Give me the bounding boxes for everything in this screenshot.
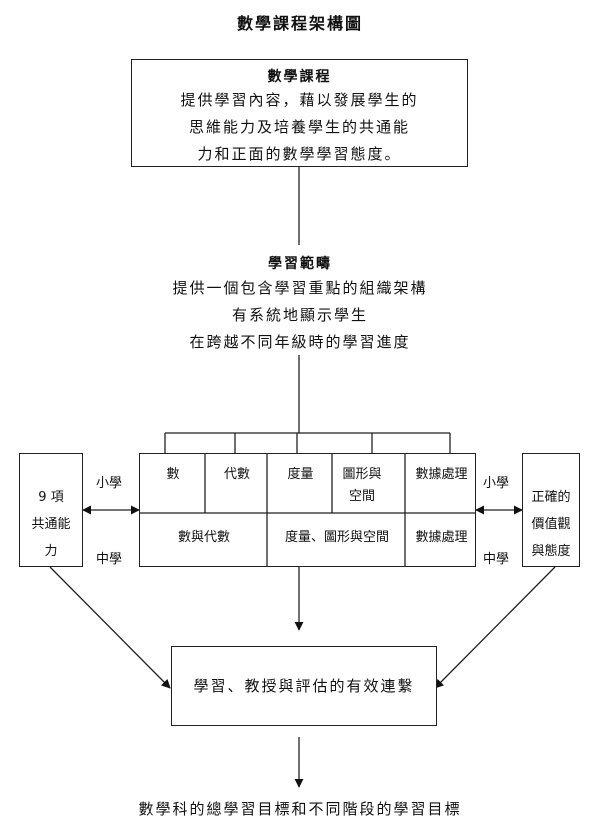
left-primary-label: 小學 xyxy=(96,476,123,491)
linkage-text: 學習、教授與評估的有效連繫 xyxy=(193,677,415,695)
values-attitudes-box: 正確的 價值觀 與態度 xyxy=(522,453,580,567)
learning-dimensions: 學習範疇 提供一個包含學習重點的組織架構 有系統地顯示學生 在跨越不同年級時的學… xyxy=(100,253,500,356)
primary-strand-number: 數 xyxy=(166,467,180,482)
secondary-strand-data-handling: 數據處理 xyxy=(415,530,468,545)
left-diagonal-arrow xyxy=(49,566,171,689)
generic-skills-box: 9 項 共通能 力 xyxy=(19,453,83,567)
curriculum-heading: 數學課程 xyxy=(267,69,332,85)
generic-skills-line: 9 項 xyxy=(38,490,64,505)
values-attitudes-line: 價值觀 xyxy=(531,517,571,532)
curriculum-line: 提供學習內容，藉以發展學生的 xyxy=(180,91,419,109)
primary-strand-measures: 度量 xyxy=(287,467,314,482)
values-attitudes-line: 正確的 xyxy=(531,490,571,505)
secondary-strand-number-algebra: 數與代數 xyxy=(177,530,230,545)
dimensions-line: 在跨越不同年級時的學習進度 xyxy=(189,333,411,351)
learning-dimensions-heading: 學習範疇 xyxy=(268,256,332,272)
strands-grid: 數 代數 度量 圖形與空間 數據處理 數與代數 度量、圖形與空間 數據處理 xyxy=(139,453,476,567)
linkage-box: 學習、教授與評估的有效連繫 xyxy=(171,646,437,726)
generic-skills-line: 力 xyxy=(44,544,58,559)
curriculum-box: 數學課程 提供學習內容，藉以發展學生的 思維能力及培養學生的共通能 力和正面的數… xyxy=(131,59,468,167)
primary-strand-data-handling: 數據處理 xyxy=(415,467,468,482)
diagram-title: 數學課程架構圖 xyxy=(236,14,363,33)
curriculum-line: 思維能力及培養學生的共通能 xyxy=(188,118,410,136)
right-diagonal-arrow xyxy=(434,566,556,689)
right-secondary-label: 中學 xyxy=(483,552,510,567)
dimensions-line: 提供一個包含學習重點的組織架構 xyxy=(172,279,428,297)
generic-skills-line: 共通能 xyxy=(31,517,71,532)
right-primary-label: 小學 xyxy=(483,476,510,491)
grid-lines xyxy=(139,453,476,567)
left-secondary-label: 中學 xyxy=(96,552,123,567)
curriculum-line: 力和正面的數學學習態度。 xyxy=(197,145,402,163)
overall-aims-text: 數學科的總學習目標和不同階段的學習目標 xyxy=(138,800,462,818)
values-attitudes-line: 與態度 xyxy=(531,544,571,559)
dimensions-line: 有系統地顯示學生 xyxy=(231,306,368,324)
primary-strand-shape-space: 圖形與空間 xyxy=(342,467,382,504)
secondary-strand-measures-shape-space: 度量、圖形與空間 xyxy=(284,530,389,545)
primary-strand-algebra: 代數 xyxy=(223,467,250,482)
